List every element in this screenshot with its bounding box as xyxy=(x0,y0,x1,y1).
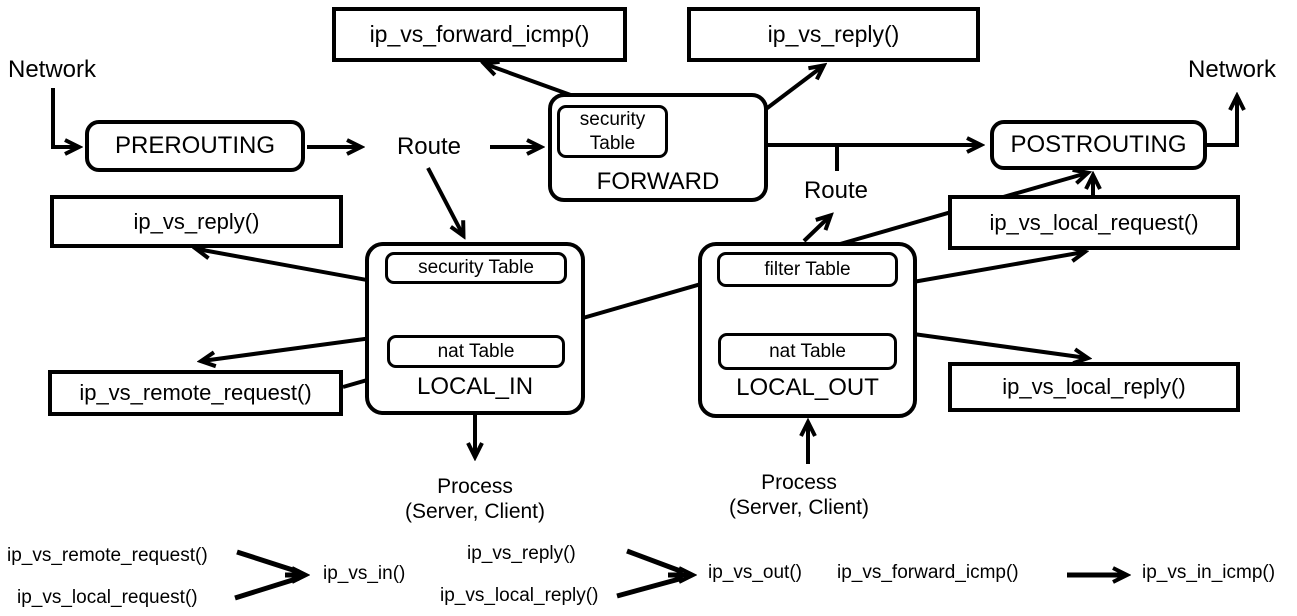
arrow-network-to-prerouting xyxy=(51,88,78,147)
localout-filter-table: filter Table xyxy=(717,252,898,287)
fn-reply-top-box: ip_vs_reply() xyxy=(687,7,980,62)
forward-security-table: security Table xyxy=(557,105,668,158)
chain-prerouting-label: PREROUTING xyxy=(114,132,275,159)
fn-local-reply-box: ip_vs_local_reply() xyxy=(948,362,1240,412)
legend-out: ip_vs_out() xyxy=(708,562,802,583)
fn-local-request-box: ip_vs_local_request() xyxy=(948,195,1240,250)
fn-reply-left-box: ip_vs_reply() xyxy=(50,195,343,248)
legend-converge2-line-b xyxy=(616,575,684,599)
legend-reply: ip_vs_reply() xyxy=(467,543,576,564)
chain-local-in-label: LOCAL_IN xyxy=(416,373,534,400)
network-left-label: Network xyxy=(8,56,97,83)
legend-local-reply: ip_vs_local_reply() xyxy=(440,585,599,606)
localin-nat-table: nat Table xyxy=(387,335,565,368)
legend-forward-icmp: ip_vs_forward_icmp() xyxy=(837,562,1019,583)
arrow-route-to-localin xyxy=(426,167,463,235)
process-left: Process (Server, Client) xyxy=(373,474,577,524)
process-left-line1: Process xyxy=(437,475,513,498)
process-right: Process (Server, Client) xyxy=(697,470,901,520)
chain-postrouting: POSTROUTING xyxy=(990,120,1207,170)
route-mid-label: Route xyxy=(803,177,869,204)
chain-forward-label: FORWARD xyxy=(596,168,720,195)
process-right-line1: Process xyxy=(761,471,837,494)
chain-prerouting: PREROUTING xyxy=(85,120,305,172)
chain-postrouting-label: POSTROUTING xyxy=(1010,131,1187,158)
legend-converge2-line-a xyxy=(626,548,684,575)
network-right-label: Network xyxy=(1188,56,1277,83)
fn-remote-request-box: ip_vs_remote_request() xyxy=(48,370,343,416)
legend-converge1-line-b xyxy=(234,575,300,601)
process-left-line2: (Server, Client) xyxy=(404,500,546,523)
localout-nat-table: nat Table xyxy=(718,333,897,370)
chain-local-out-label: LOCAL_OUT xyxy=(736,374,879,401)
forward-security-table-line2: Table xyxy=(589,132,636,154)
legend-remote-request: ip_vs_remote_request() xyxy=(7,545,208,566)
legend-in-icmp: ip_vs_in_icmp() xyxy=(1142,562,1276,583)
legend-converge1-line-a xyxy=(236,549,300,575)
fn-forward-icmp-box: ip_vs_forward_icmp() xyxy=(332,7,627,62)
arrow-localout-to-route xyxy=(802,216,830,243)
route-top-label: Route xyxy=(396,133,462,160)
arrow-postrouting-to-network xyxy=(1207,97,1237,147)
process-right-line2: (Server, Client) xyxy=(728,496,870,519)
legend-in: ip_vs_in() xyxy=(323,563,406,584)
forward-security-table-line1: security xyxy=(579,108,646,130)
localin-security-table: security Table xyxy=(385,252,567,284)
legend-local-request: ip_vs_local_request() xyxy=(17,587,198,608)
